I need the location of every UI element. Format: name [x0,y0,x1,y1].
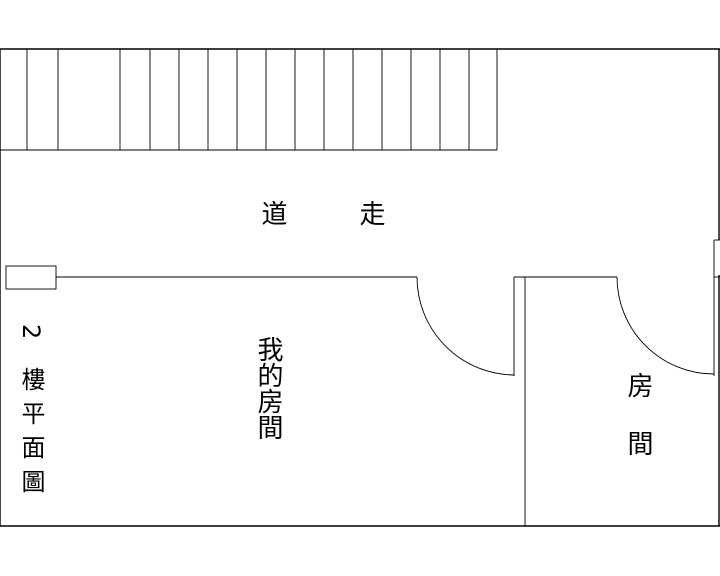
floor-plan-title: 2 樓平面圖 [17,324,45,503]
other-room-label-2: 間 [623,430,653,462]
corridor-label-1: 走 [355,200,385,232]
other-room-label-1: 房 [623,372,653,404]
door-my-room [416,276,515,376]
corridor-label-2: 道 [257,200,287,232]
interior-walls [56,239,720,526]
my-room-label: 我的房間 [253,336,283,440]
wall-fixture [5,265,57,290]
door-other-room [616,276,715,376]
outer-walls [0,48,720,527]
staircase [0,49,498,151]
